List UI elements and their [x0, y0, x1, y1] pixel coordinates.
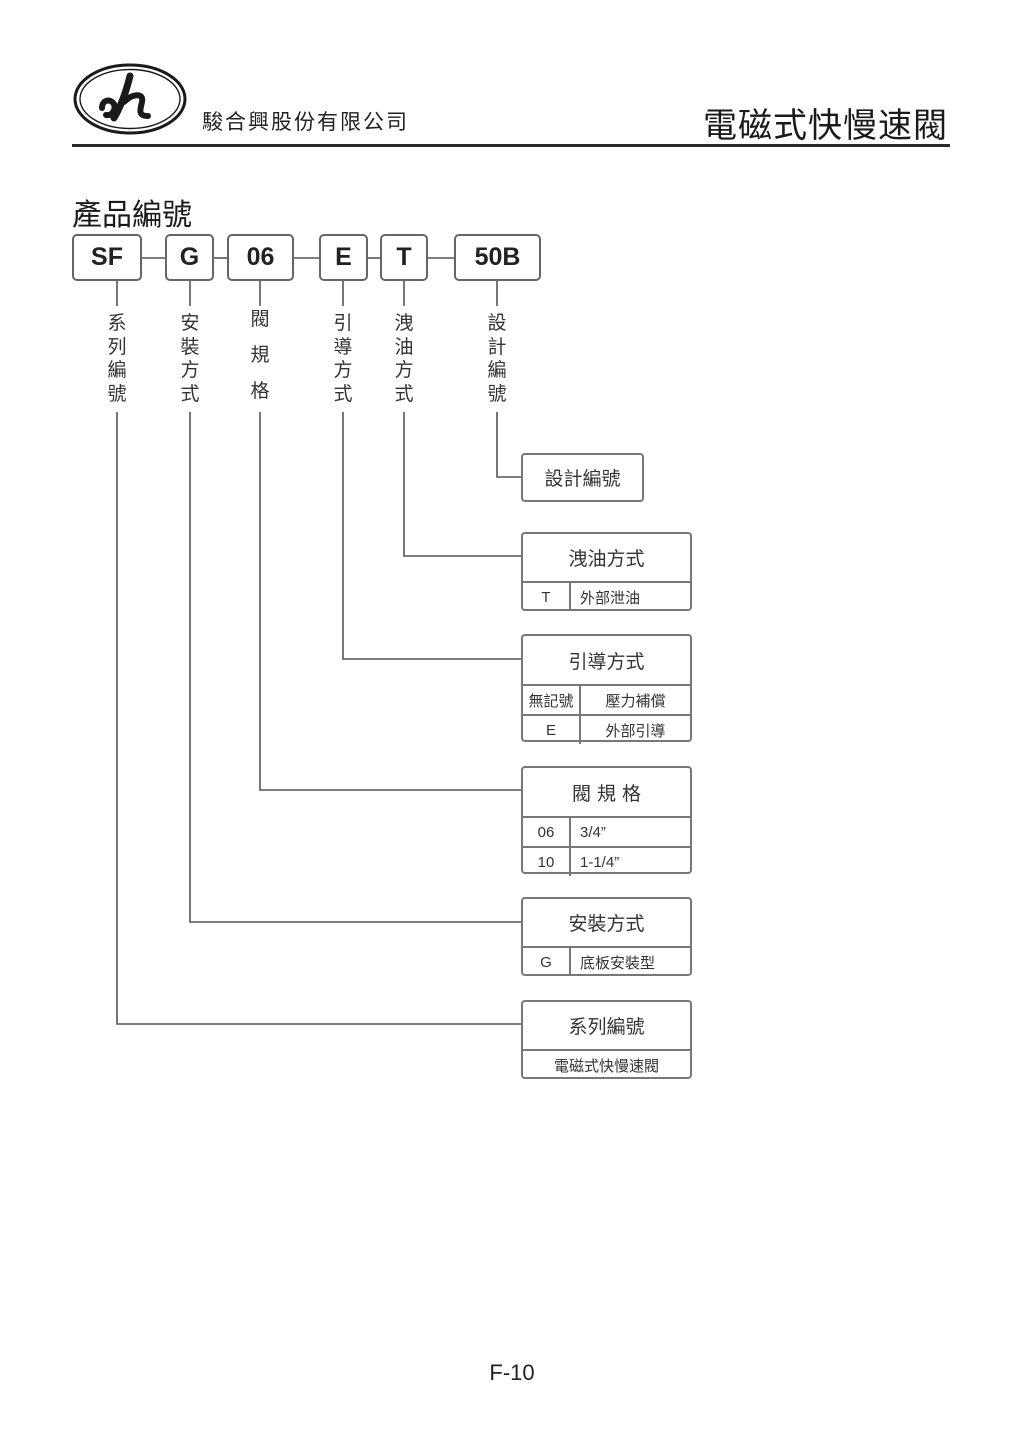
- code-box-mount: G: [165, 234, 214, 281]
- table-cell-code: 10: [523, 848, 571, 876]
- label-mount: 安 裝 方 式: [180, 312, 200, 405]
- table-mount-head: 安裝方式: [568, 913, 645, 935]
- section-title: 產品編號: [72, 198, 192, 233]
- table-drain: 洩油方式 T 外部泄油: [521, 532, 692, 611]
- table-row: 10 1-1/4”: [523, 846, 690, 876]
- table-cell-desc: 電磁式快慢速閥: [553, 1056, 659, 1075]
- label-series: 系 列 編 號: [107, 312, 127, 405]
- label-design: 設 計 編 號: [487, 312, 507, 405]
- code-box-pilot: E: [319, 234, 368, 281]
- code-box-series: SF: [72, 234, 142, 281]
- code-box-design: 50B: [454, 234, 541, 281]
- label-drain: 洩 油 方 式: [394, 312, 414, 405]
- header-divider: [72, 144, 950, 147]
- table-mount: 安裝方式 G 底板安裝型: [521, 897, 692, 976]
- table-cell-code: E: [523, 716, 581, 744]
- table-cell-desc: 底板安裝型: [580, 953, 656, 972]
- table-cell-code: 無記號: [523, 686, 581, 714]
- table-drain-head: 洩油方式: [568, 548, 645, 570]
- table-cell-code: 06: [523, 818, 571, 846]
- page-title: 電磁式快慢速閥: [703, 106, 948, 146]
- label-pilot: 引 導 方 式: [333, 312, 353, 405]
- table-cell-desc: 壓力補償: [605, 691, 666, 710]
- table-pilot-head: 引導方式: [568, 650, 645, 673]
- table-cell-desc: 3/4”: [580, 823, 606, 841]
- code-box-size: 06: [227, 234, 294, 281]
- table-cell-code: T: [523, 583, 571, 611]
- table-series: 系列編號 電磁式快慢速閥: [521, 1000, 692, 1079]
- table-row: G 底板安裝型: [523, 946, 690, 976]
- table-row: 06 3/4”: [523, 816, 690, 846]
- table-row: E 外部引導: [523, 714, 690, 744]
- table-design: 設計編號: [521, 453, 644, 502]
- table-size-head: 閥 規 格: [571, 782, 642, 805]
- table-design-head: 設計編號: [544, 468, 621, 490]
- table-row: T 外部泄油: [523, 581, 690, 611]
- company-name: 駿合興股份有限公司: [202, 110, 409, 134]
- table-series-head: 系列編號: [568, 1016, 645, 1038]
- table-cell-desc: 外部泄油: [580, 588, 641, 607]
- table-cell-code: G: [523, 948, 571, 976]
- table-cell-desc: 1-1/4”: [580, 853, 620, 871]
- label-size: 閥 規 格: [250, 308, 270, 402]
- company-logo-icon: [73, 63, 187, 135]
- code-box-drain: T: [380, 234, 428, 281]
- page-number: F-10: [489, 1360, 535, 1385]
- table-pilot: 引導方式 無記號 壓力補償 E 外部引導: [521, 634, 692, 744]
- table-cell-desc: 外部引導: [605, 721, 666, 740]
- table-size: 閥 規 格 06 3/4” 10 1-1/4”: [521, 766, 692, 876]
- table-row: 無記號 壓力補償: [523, 684, 690, 714]
- table-row: 電磁式快慢速閥: [523, 1049, 690, 1079]
